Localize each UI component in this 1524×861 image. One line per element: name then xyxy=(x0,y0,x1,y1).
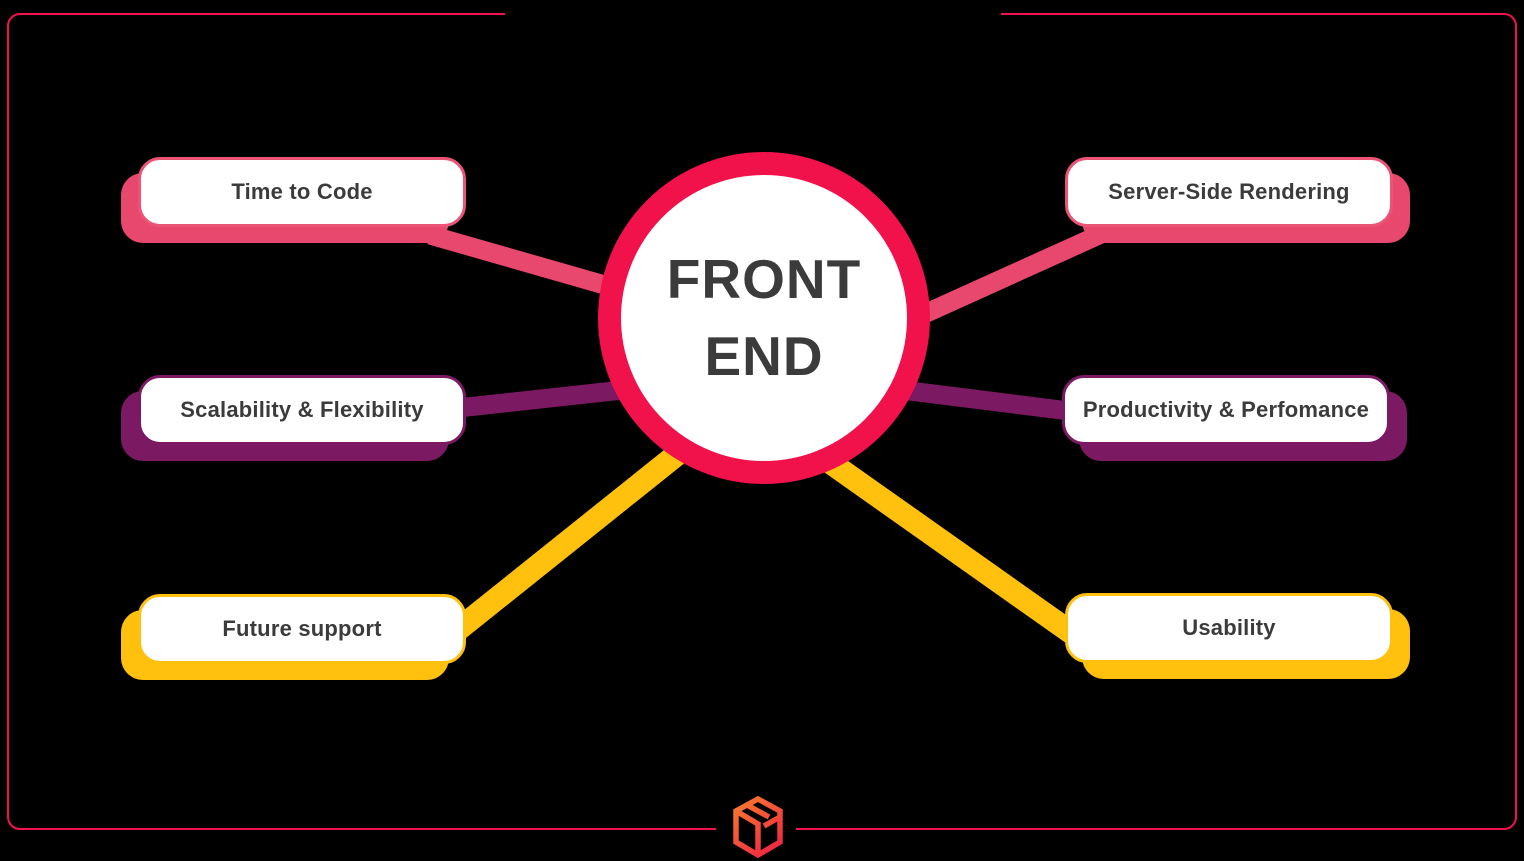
node-server-side-rendering: Server-Side Rendering xyxy=(1065,157,1393,227)
cube-inner-right-edge xyxy=(762,814,782,829)
node-label: Usability xyxy=(1182,615,1276,640)
node-label: Future support xyxy=(222,616,382,641)
node-productivity-perfomance: Productivity & Perfomance xyxy=(1062,375,1390,445)
node-scalability-flexibility: Scalability & Flexibility xyxy=(138,375,466,445)
cube-logo-icon xyxy=(733,796,783,858)
node-label: Time to Code xyxy=(231,179,373,204)
frame-top-gap xyxy=(505,9,1001,20)
node-label: Productivity & Perfomance xyxy=(1082,397,1370,422)
center-title-line2: END xyxy=(704,325,824,387)
node-future-support: Future support xyxy=(138,594,466,664)
node-label: Scalability & Flexibility xyxy=(180,397,424,422)
cube-top-s-band xyxy=(745,802,771,820)
node-usability: Usability xyxy=(1065,593,1393,663)
connector-usability xyxy=(783,424,1107,663)
center-node-front-end: FRONT END xyxy=(598,152,930,484)
node-time-to-code: Time to Code xyxy=(138,157,466,227)
cube-inner-left-edge xyxy=(734,808,761,855)
node-label: Server-Side Rendering xyxy=(1108,179,1350,204)
center-title-line1: FRONT xyxy=(666,248,862,310)
